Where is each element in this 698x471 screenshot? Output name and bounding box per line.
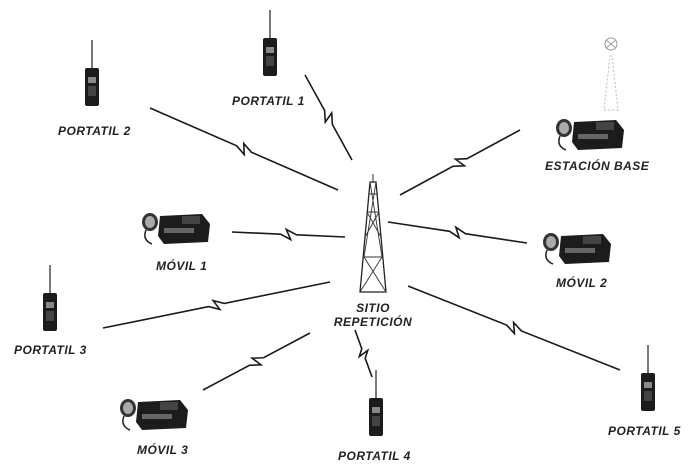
link-movil-1 bbox=[231, 227, 346, 242]
link-movil-3 bbox=[202, 332, 311, 391]
label-portatil-4: PORTATIL 4 bbox=[338, 449, 411, 463]
label-portatil-2: PORTATIL 2 bbox=[58, 124, 131, 138]
link-portatil-1 bbox=[304, 74, 353, 161]
label-portatil-3: PORTATIL 3 bbox=[14, 343, 87, 357]
label-sitio-line2: REPETICIÓN bbox=[333, 315, 413, 329]
link-movil-2 bbox=[387, 221, 528, 244]
movil-3-radio-icon bbox=[119, 398, 189, 431]
estacion-base-radio-icon bbox=[555, 118, 625, 151]
portatil-3-radio-icon bbox=[42, 264, 58, 332]
link-portatil-3 bbox=[102, 281, 331, 329]
label-portatil-5: PORTATIL 5 bbox=[608, 424, 681, 438]
label-movil-1: MÓVIL 1 bbox=[156, 259, 208, 273]
link-portatil-2 bbox=[149, 107, 339, 191]
label-sitio-repeticion: SITIO REPETICIÓN bbox=[318, 301, 428, 329]
portatil-2-radio-icon bbox=[84, 39, 100, 107]
label-movil-3: MÓVIL 3 bbox=[137, 443, 189, 457]
link-portatil-5 bbox=[407, 285, 621, 371]
portatil-5-radio-icon bbox=[640, 344, 656, 412]
link-estacion-base bbox=[399, 129, 521, 196]
movil-2-radio-icon bbox=[542, 232, 612, 265]
label-sitio-line1: SITIO bbox=[356, 301, 390, 315]
label-portatil-1: PORTATIL 1 bbox=[232, 94, 305, 108]
link-portatil-4 bbox=[354, 329, 373, 378]
portatil-1-radio-icon bbox=[262, 9, 278, 77]
label-movil-2: MÓVIL 2 bbox=[556, 276, 608, 290]
label-estacion-base: ESTACIÓN BASE bbox=[545, 159, 650, 173]
estacion-base-antenna-icon bbox=[603, 37, 619, 111]
sitio-repeticion-tower-icon bbox=[359, 173, 387, 293]
portatil-4-radio-icon bbox=[368, 369, 384, 437]
movil-1-radio-icon bbox=[141, 212, 211, 245]
